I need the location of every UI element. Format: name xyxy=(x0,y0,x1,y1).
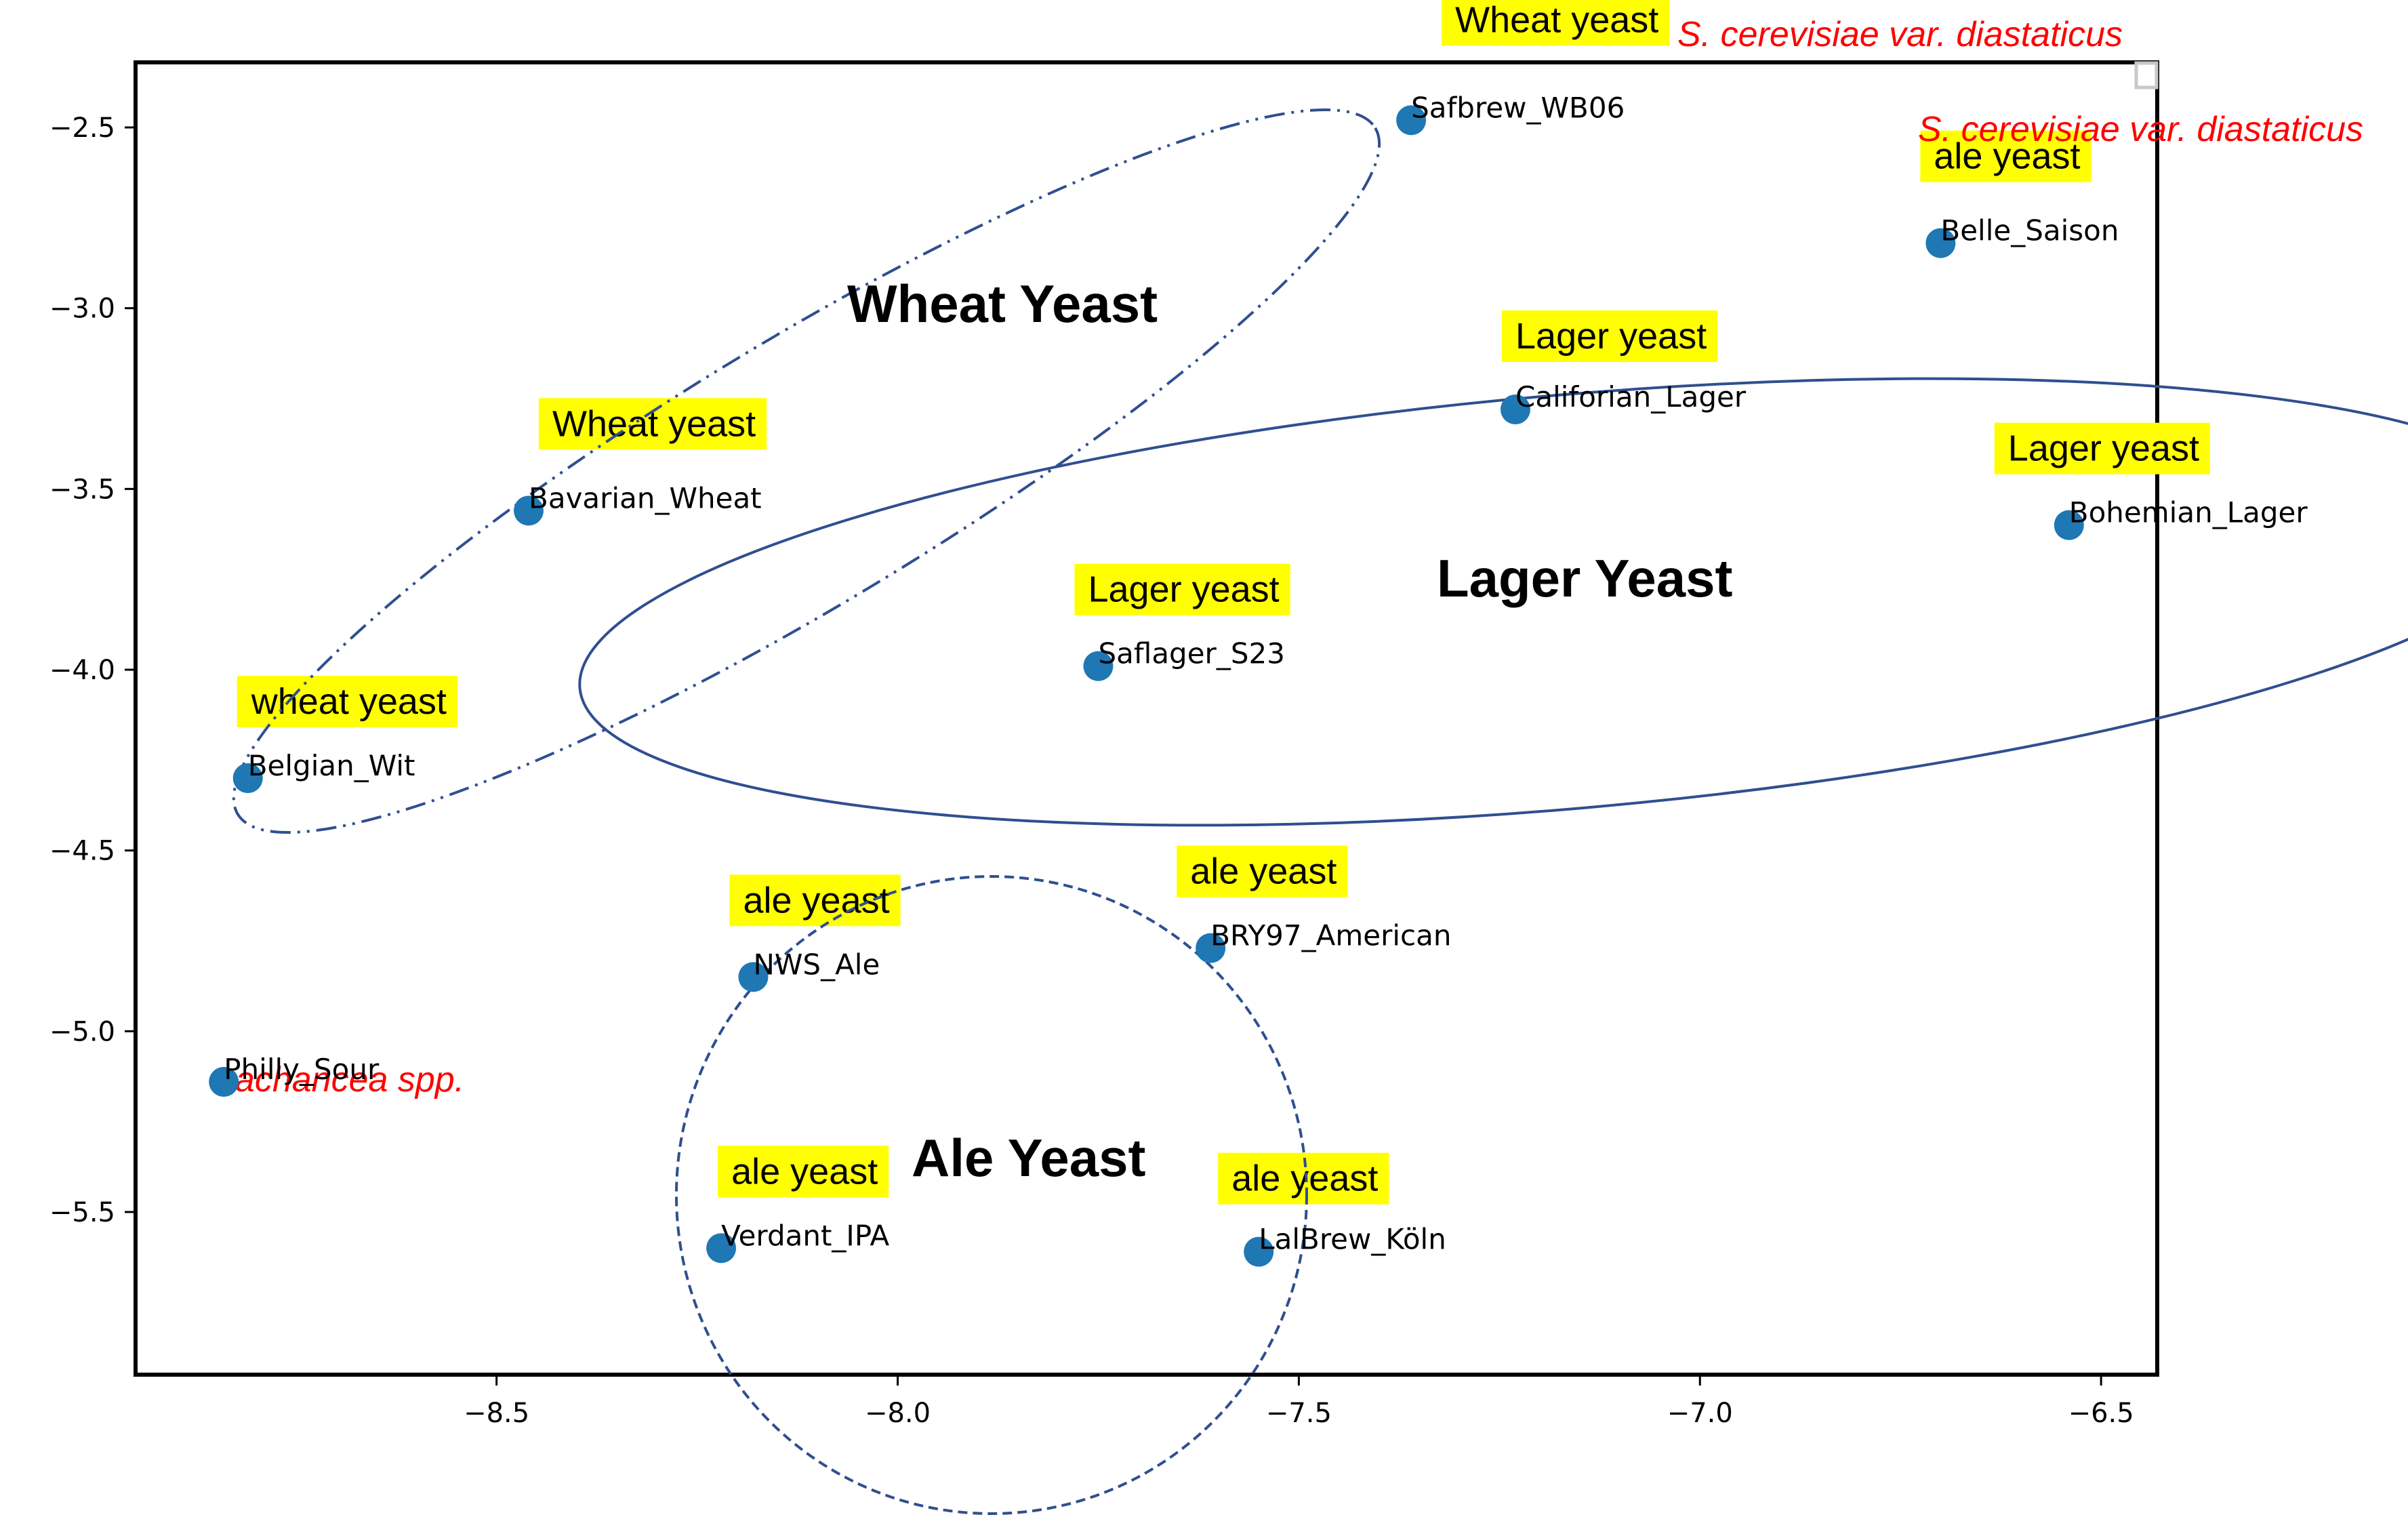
yellow-highlight-box xyxy=(1074,563,1290,615)
point-califorian-lager xyxy=(1501,395,1531,424)
point-safbrew-wb06 xyxy=(1396,105,1427,136)
point-label-bavarian-wheat: Bavarian_Wheat xyxy=(529,481,762,514)
point-philly-sour xyxy=(209,1067,239,1097)
yellow-highlight-box xyxy=(1177,845,1348,897)
point-label-lalbrew-k-ln: LalBrew_Köln xyxy=(1259,1223,1446,1256)
yellow-label-safbrew-wb06: Wheat yeast xyxy=(1442,0,1670,46)
point-verdant-ipa xyxy=(706,1233,737,1264)
y-tick-label: −4.5 xyxy=(49,836,115,867)
legend-box-icon xyxy=(2134,61,2159,89)
data-points xyxy=(209,105,2084,1267)
yellow-label-verdant-ipa: ale yeast xyxy=(718,1146,889,1198)
point-label-verdant-ipa: Verdant_IPA xyxy=(721,1219,889,1252)
yellow-label-bavarian-wheat: Wheat yeast xyxy=(539,398,767,450)
yellow-label-belle-saison: ale yeast xyxy=(1920,130,2091,182)
yellow-label-text: ale yeast xyxy=(743,880,889,921)
point-label-nws-ale: NWS_Ale xyxy=(753,948,880,981)
point-label-philly-sour: Philly_Sour xyxy=(224,1053,380,1086)
y-tick-label: −4.0 xyxy=(49,655,115,686)
yellow-label-bohemian-lager: Lager yeast xyxy=(1994,422,2210,474)
yellow-label-text: Lager yeast xyxy=(1515,316,1707,357)
y-tick-label: −2.5 xyxy=(49,113,115,144)
yellow-highlight-box xyxy=(1442,0,1670,46)
x-tick-label: −8.5 xyxy=(464,1398,529,1429)
point-label-saflager-s23: Saflager_S23 xyxy=(1098,637,1284,670)
yellow-label-text: Lager yeast xyxy=(2008,428,2199,469)
x-tick-label: −8.0 xyxy=(865,1398,931,1429)
yellow-highlight-box xyxy=(729,874,901,927)
ale-yeast-cluster-outline xyxy=(675,875,1308,1515)
yellow-label-text: wheat yeast xyxy=(251,681,447,722)
point-bavarian-wheat xyxy=(514,496,544,526)
x-tick-label: −6.5 xyxy=(2068,1398,2134,1429)
point-label-bohemian-lager: Bohemian_Lager xyxy=(2069,496,2308,529)
point-labels: Safbrew_WB06Belle_SaisonCaliforian_Lager… xyxy=(224,91,2308,1255)
yellow-label-text: ale yeast xyxy=(1190,851,1336,892)
cluster-label-lager: Lager Yeast xyxy=(1437,548,1733,608)
species-label-lachancea: Lachancea spp. xyxy=(216,1060,464,1099)
point-bry97-american xyxy=(1196,933,1226,963)
yellow-label-saflager-s23: Lager yeast xyxy=(1074,563,1290,615)
x-tick-label: −7.5 xyxy=(1266,1398,1332,1429)
cluster-label-ale: Ale Yeast xyxy=(912,1128,1146,1188)
lager-yeast-cluster-outline xyxy=(578,377,2408,827)
y-tick-label: −3.5 xyxy=(49,474,115,505)
yellow-highlight-box xyxy=(1920,130,2091,182)
y-tick-label: −3.0 xyxy=(49,294,115,325)
yellow-label-text: Lager yeast xyxy=(1088,569,1279,610)
wheat-yeast-cluster-outline xyxy=(232,108,1381,834)
yellow-label-text: ale yeast xyxy=(1934,136,2080,177)
yellow-label-text: Wheat yeast xyxy=(1455,0,1658,40)
point-belgian-wit xyxy=(232,763,263,793)
yellow-label-nws-ale: ale yeast xyxy=(729,874,901,927)
yellow-highlight-box xyxy=(1502,310,1718,362)
yellow-highlight-box xyxy=(718,1146,889,1198)
cluster-label-wheat: Wheat Yeast xyxy=(847,274,1158,334)
y-tick-label: −5.0 xyxy=(49,1016,115,1047)
yellow-highlight-box xyxy=(1218,1152,1389,1205)
point-saflager-s23 xyxy=(1083,651,1114,681)
x-tick-label: −7.0 xyxy=(1667,1398,1733,1429)
yellow-highlight-box xyxy=(539,398,767,450)
point-label-bry97-american: BRY97_American xyxy=(1210,919,1451,952)
yellow-highlight-box xyxy=(1994,422,2210,474)
species-label-diastaticus-saison: S. cerevisiae var. diastaticus xyxy=(1918,110,2363,149)
point-belle-saison xyxy=(1925,228,1956,258)
yellow-label-text: ale yeast xyxy=(731,1151,878,1192)
point-bohemian-lager xyxy=(2054,510,2084,540)
point-lalbrew-k-ln xyxy=(1244,1236,1274,1267)
point-label-califorian-lager: Califorian_Lager xyxy=(1515,380,1747,413)
yellow-label-califorian-lager: Lager yeast xyxy=(1502,310,1718,362)
point-nws-ale xyxy=(738,962,769,992)
species-label-diastaticus-wb06: S. cerevisiae var. diastaticus xyxy=(1677,15,2123,54)
point-label-belle-saison: Belle_Saison xyxy=(1940,214,2119,247)
yellow-label-bry97-american: ale yeast xyxy=(1177,845,1348,897)
y-tick-label: −5.5 xyxy=(49,1197,115,1228)
yellow-label-belgian-wit: wheat yeast xyxy=(237,676,457,727)
point-label-safbrew-wb06: Safbrew_WB06 xyxy=(1411,91,1625,124)
point-label-belgian-wit: Belgian_Wit xyxy=(248,749,415,782)
axis-ticks: −8.5 −8.0 −7.5 −7.0 −6.5 −2.5 −3.0 −3.5 −4.0 −4.5… xyxy=(49,113,2134,1429)
